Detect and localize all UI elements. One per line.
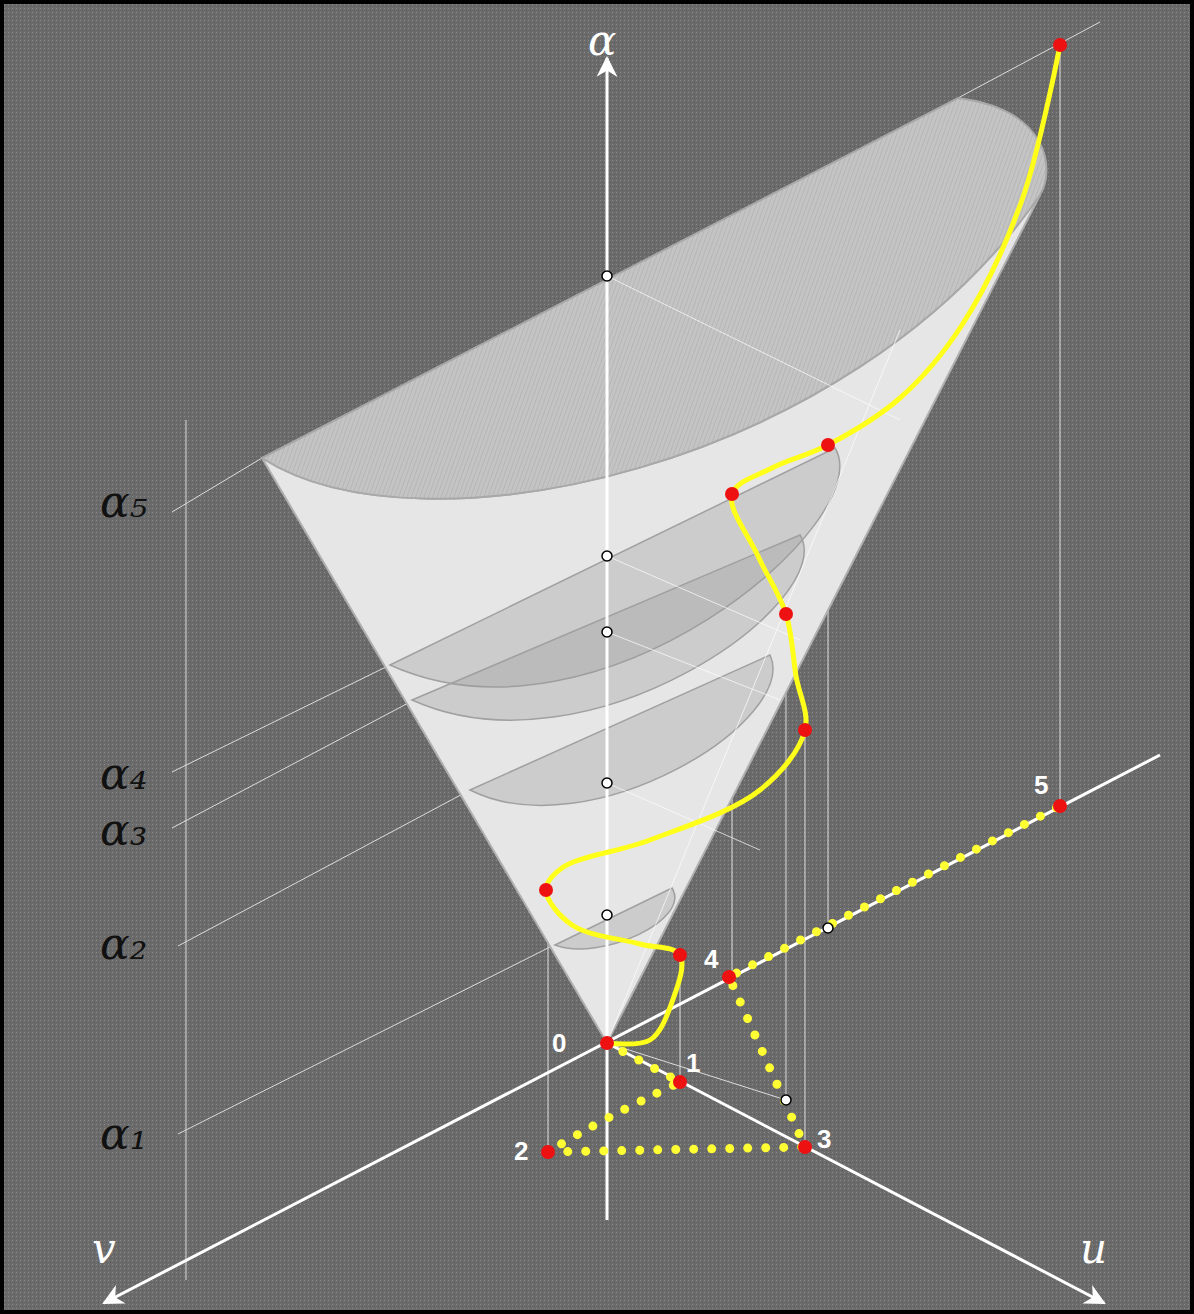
level-label: α₂ — [100, 922, 147, 966]
callout-number: 5 — [1034, 772, 1048, 798]
axis-label: α — [588, 20, 616, 62]
axis-label: u — [1080, 1228, 1107, 1270]
callout-number: 0 — [552, 1030, 566, 1056]
callout-number: 4 — [704, 946, 718, 972]
callout-number: 1 — [686, 1050, 700, 1076]
callout-number: 3 — [817, 1126, 831, 1152]
axis-label: v — [92, 1228, 116, 1270]
level-label: α₁ — [100, 1112, 147, 1156]
level-label: α₄ — [100, 752, 147, 796]
level-label: α₅ — [100, 480, 147, 524]
callout-number: 2 — [514, 1138, 528, 1164]
level-label: α₃ — [100, 808, 147, 852]
